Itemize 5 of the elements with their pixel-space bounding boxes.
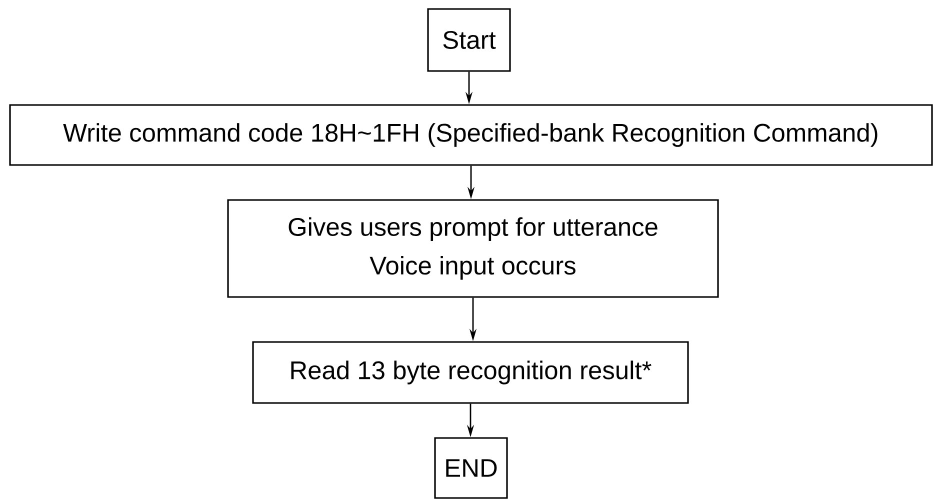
process-box: Read 13 byte recognition result* [252, 341, 689, 404]
terminal-box: END [434, 437, 508, 499]
process-box: Write command code 18H~1FH (Specified-bank Recognition Command) [9, 104, 933, 166]
process-box: Gives users prompt for utterance Voice input occurs [227, 199, 719, 298]
terminal-box: Start [427, 8, 511, 72]
